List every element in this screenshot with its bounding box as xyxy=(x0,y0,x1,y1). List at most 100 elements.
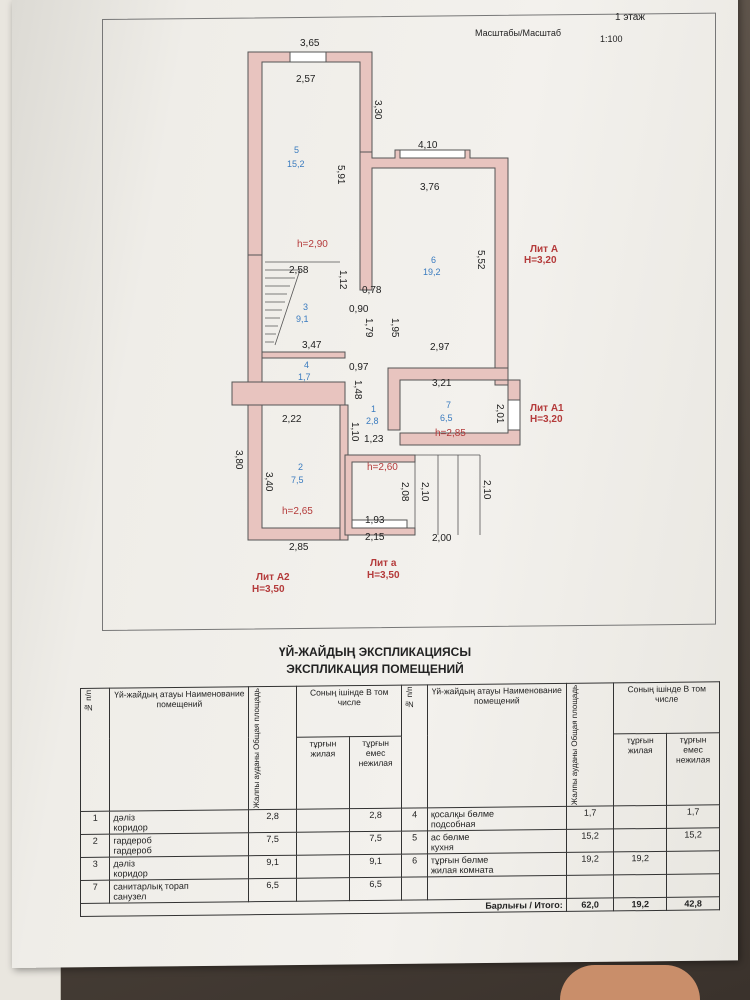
dim-text: 1,95 xyxy=(389,318,400,338)
stairs xyxy=(265,261,340,346)
cell xyxy=(666,874,720,898)
dim-text: 1,23 xyxy=(364,434,384,445)
cell: 6,5 xyxy=(248,878,297,903)
floor-label: 1 этаж xyxy=(615,12,645,23)
dim-text: h=2,65 xyxy=(282,506,313,517)
floor-plan: 3,65 2,57 3,30 4,10 5,91 3,76 5,52 h=2,9… xyxy=(231,38,564,595)
col-total-label: Жалпы ауданы Общая площадь xyxy=(252,688,262,809)
dim-text: 5,91 xyxy=(335,165,346,185)
col-total: Жалпы ауданы Общая площадь xyxy=(248,686,297,811)
cell xyxy=(566,875,614,899)
dim-text: 0,97 xyxy=(349,362,369,373)
room-area: 9,1 xyxy=(296,314,309,324)
room-area: 2,8 xyxy=(366,416,379,426)
room-number: 4 xyxy=(304,360,309,370)
col-living: тұрғын жилая xyxy=(296,736,350,810)
liter-labels: Лит А Н=3,20 Лит А1 Н=3,20 Лит А2 Н=3,50… xyxy=(252,244,564,595)
name-ru: коридор xyxy=(113,822,148,833)
name-ru: жилая комната xyxy=(430,864,494,876)
scale-value: 1:100 xyxy=(600,34,623,44)
liter-name: Лит А1 xyxy=(530,403,564,414)
dim-text: 4,10 xyxy=(418,140,438,151)
name-ru: санузел xyxy=(113,891,147,902)
finger xyxy=(560,965,700,1000)
cell: 4 xyxy=(401,808,428,832)
cell: 3 xyxy=(80,857,110,881)
col-living-right: тұрғын жилая xyxy=(613,732,667,807)
liter-name: Лит А2 xyxy=(256,572,290,583)
dim-text: h=2,90 xyxy=(297,239,328,250)
dim-text: 2,08 xyxy=(399,482,410,502)
cell xyxy=(427,875,567,901)
room-area: 15,2 xyxy=(287,159,305,169)
dim-text: 3,80 xyxy=(233,450,244,470)
room-area: 19,2 xyxy=(423,267,441,277)
dim-text: h=2,60 xyxy=(367,462,398,473)
cell: 19,2 xyxy=(566,852,614,876)
explication-title-kz: ҮЙ-ЖАЙДЫҢ ЭКСПЛИКАЦИЯСЫ xyxy=(278,645,472,659)
dim-text: 2,97 xyxy=(430,342,450,353)
cell: 6,5 xyxy=(349,877,402,901)
porch-lines xyxy=(414,454,481,535)
room-number: 5 xyxy=(294,145,299,155)
col-no: № п/п xyxy=(80,688,110,812)
dim-text: 1,48 xyxy=(352,380,363,400)
room-area: 7,5 xyxy=(291,475,304,485)
col-total-right: Жалпы ауданы Общая площадь xyxy=(566,682,614,807)
cell: 5 xyxy=(401,831,428,855)
table-header-row: № п/п Үй-жайдың атауы Наименование помещ… xyxy=(80,681,720,812)
dim-text: 2,85 xyxy=(289,542,309,553)
room-labels: 5 15,2 6 19,2 4 7 6,5 2 7,5 xyxy=(287,145,453,485)
cell: 7 xyxy=(80,880,110,904)
name-ru: коридор xyxy=(113,868,148,879)
name-ru: кухня xyxy=(430,842,454,853)
dim-text: 3,76 xyxy=(420,182,440,193)
room-number: 6 xyxy=(431,255,436,265)
col-nonliving: тұрғын емес нежилая xyxy=(349,735,402,809)
cell xyxy=(613,874,667,899)
dim-text: 2,57 xyxy=(296,74,316,85)
dim-text: 1,10 xyxy=(349,422,360,442)
dim-text: h=2,85 xyxy=(435,428,466,439)
liter-name: Лит А xyxy=(530,244,558,255)
col-no-right-label: № п/п xyxy=(405,686,415,709)
cell: 1,7 xyxy=(566,806,614,830)
explication-title-ru: ЭКСПЛИКАЦИЯ ПОМЕЩЕНИЙ xyxy=(286,662,464,676)
col-nonliving-right: тұрғын емес нежилая xyxy=(666,732,720,806)
room-area: 6,5 xyxy=(440,413,453,423)
cell: 2,8 xyxy=(349,808,402,832)
cell: 2 xyxy=(80,834,110,858)
total-nonliving: 42,8 xyxy=(666,897,720,911)
dim-text: 3,47 xyxy=(302,340,322,351)
room-number: 2 xyxy=(298,462,303,472)
cell: 1 xyxy=(80,811,110,835)
cell: 6 xyxy=(401,854,428,878)
liter-height: Н=3,20 xyxy=(530,414,563,425)
col-name-right: Үй-жайдың атауы Наименование помещений xyxy=(427,683,567,809)
dim-text: 3,30 xyxy=(372,100,383,120)
windows xyxy=(289,51,521,529)
dim-text: 3,40 xyxy=(263,472,274,492)
cell: 19,2 xyxy=(613,851,667,876)
col-total-right-label: Жалпы ауданы Общая площадь xyxy=(569,684,579,806)
room-number: 7 xyxy=(446,400,451,410)
cell: 2,8 xyxy=(248,809,297,834)
liter-height: Н=3,50 xyxy=(252,584,285,595)
dim-text: 2,01 xyxy=(494,404,505,424)
liter-name: Лит а xyxy=(370,558,397,569)
dim-text: 3,21 xyxy=(432,378,452,389)
dimensions: 3,65 2,57 3,30 4,10 5,91 3,76 5,52 h=2,9… xyxy=(233,38,505,553)
cell xyxy=(666,851,720,875)
dim-text: 2,00 xyxy=(432,533,452,544)
room-number: 3 xyxy=(303,302,308,312)
name-ru: гардероб xyxy=(113,845,152,856)
room-area: 1,7 xyxy=(298,372,311,382)
cell xyxy=(401,877,428,901)
col-name: Үй-жайдың атауы Наименование помещений xyxy=(109,686,249,812)
